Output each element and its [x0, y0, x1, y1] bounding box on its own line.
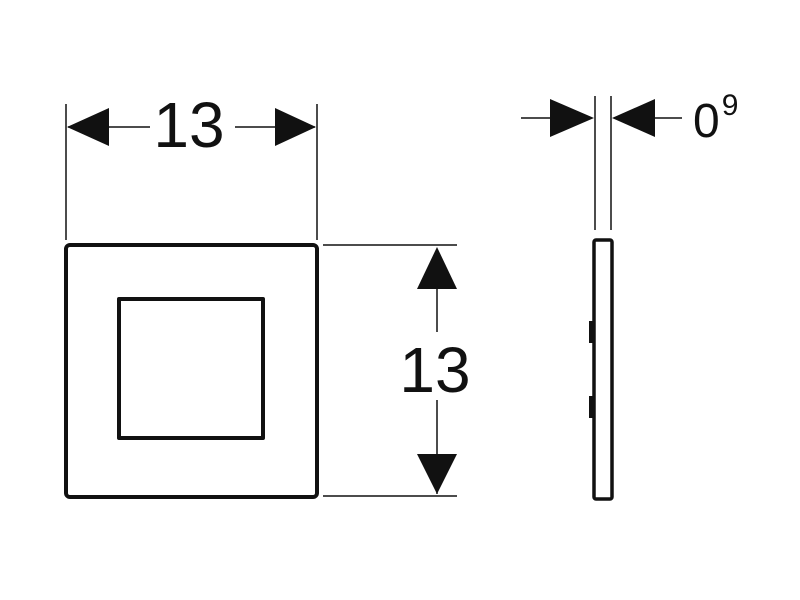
side-view	[589, 238, 614, 501]
width-label: 13	[153, 89, 224, 161]
height-label: 13	[399, 334, 470, 406]
inner-button	[117, 297, 265, 440]
width-arrow-left	[67, 108, 109, 146]
width-arrow-right	[275, 108, 316, 146]
thickness-label: 09	[693, 89, 738, 148]
thickness-dimension	[521, 96, 682, 230]
height-arrow-top	[417, 247, 457, 289]
side-tab-bottom	[589, 396, 594, 418]
side-plate	[592, 238, 614, 501]
side-tab-top	[589, 321, 594, 343]
thickness-label-main: 0	[693, 95, 720, 148]
thickness-label-sup: 9	[722, 89, 739, 122]
outer-plate	[64, 243, 319, 499]
height-arrow-bottom	[417, 454, 457, 494]
thickness-arrow-left	[550, 99, 594, 137]
thickness-arrow-right	[612, 99, 655, 137]
front-view	[64, 243, 319, 499]
